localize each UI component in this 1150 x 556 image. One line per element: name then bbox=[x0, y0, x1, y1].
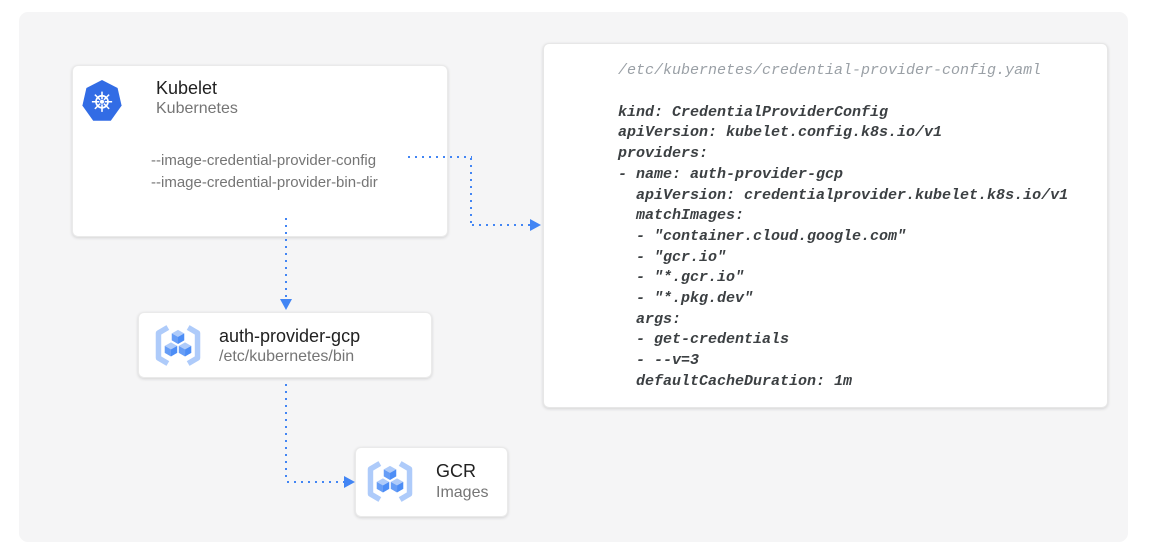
kubelet-title: Kubelet bbox=[156, 78, 218, 98]
arrowhead-to-auth-provider bbox=[280, 299, 292, 310]
flag-credential-provider-bin-dir: --image-credential-provider-bin-dir bbox=[151, 174, 378, 191]
credential-provider-config-panel: /etc/kubernetes/credential-provider-conf… bbox=[543, 43, 1108, 408]
kubernetes-icon bbox=[82, 80, 122, 121]
flag-credential-provider-config: --image-credential-provider-config bbox=[151, 152, 377, 169]
container-registry-icon bbox=[153, 322, 203, 374]
connector-config-horizontal-1 bbox=[408, 156, 472, 158]
config-file-path: /etc/kubernetes/credential-provider-conf… bbox=[618, 62, 1042, 79]
arrowhead-to-gcr bbox=[344, 476, 355, 488]
config-yaml: kind: CredentialProviderConfig apiVersio… bbox=[618, 103, 1069, 390]
gcr-subtitle: Images bbox=[436, 484, 489, 501]
gcr-title: GCR bbox=[436, 461, 476, 481]
auth-provider-title: auth-provider-gcp bbox=[219, 326, 361, 346]
auth-provider-path: /etc/kubernetes/bin bbox=[219, 348, 355, 365]
connector-auth-to-gcr-vertical bbox=[285, 384, 287, 480]
connector-config-vertical bbox=[470, 158, 472, 224]
connector-config-horizontal-2 bbox=[472, 224, 530, 226]
connector-kubelet-to-auth bbox=[285, 218, 287, 300]
container-registry-icon bbox=[365, 458, 415, 510]
kubelet-subtitle: Kubernetes bbox=[156, 100, 238, 117]
gcr-node: GCR Images bbox=[355, 447, 508, 517]
auth-provider-gcp-node: auth-provider-gcp /etc/kubernetes/bin bbox=[138, 312, 432, 378]
kubelet-node: Kubelet Kubernetes --image-credential-pr… bbox=[72, 65, 448, 237]
connector-auth-to-gcr-horizontal bbox=[287, 481, 344, 483]
kubelet-flags: --image-credential-provider-config --ima… bbox=[151, 150, 378, 194]
arrowhead-to-config-panel bbox=[530, 219, 541, 231]
